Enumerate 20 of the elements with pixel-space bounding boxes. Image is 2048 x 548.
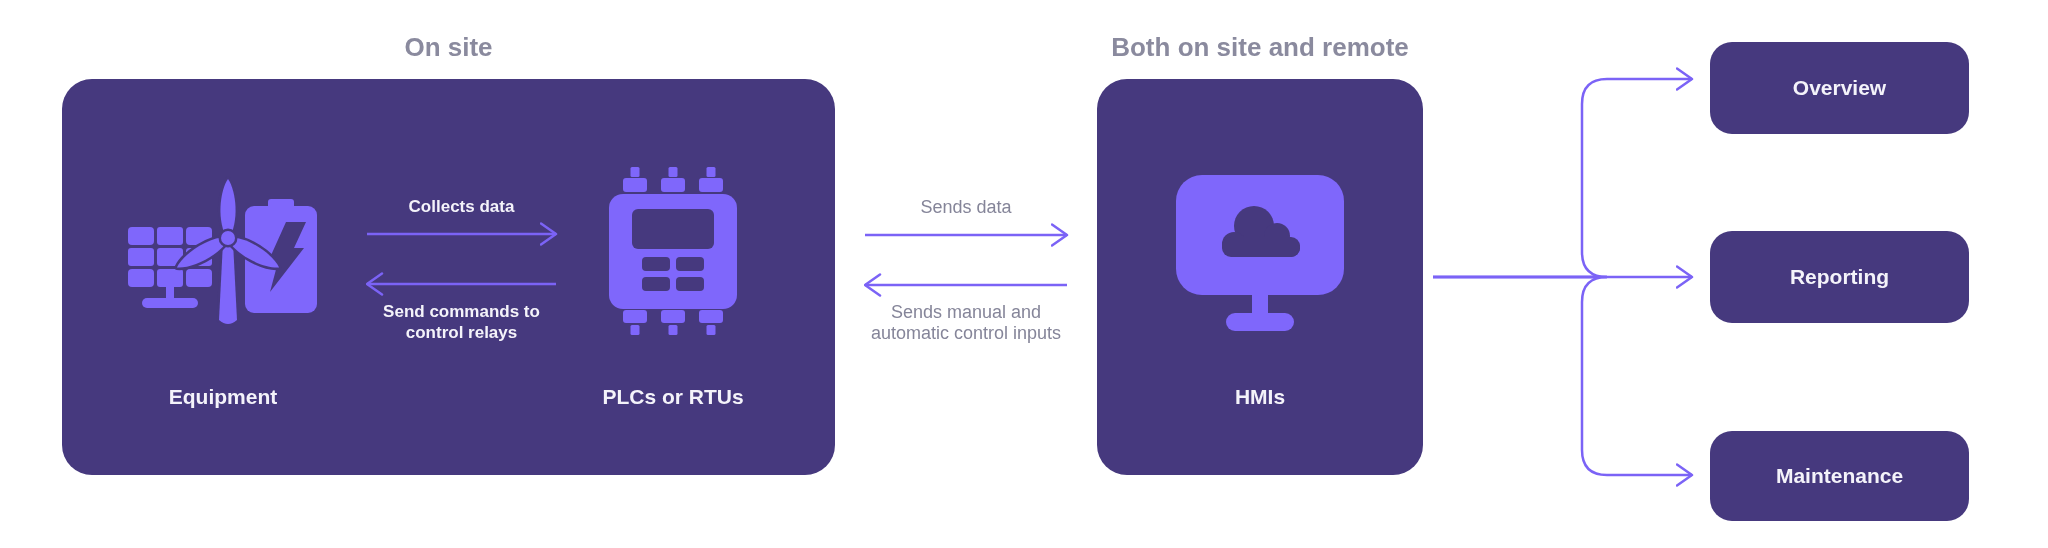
arrow	[863, 273, 1067, 297]
arrow	[367, 222, 558, 246]
arrow	[865, 223, 1069, 247]
node-label: Equipment	[168, 384, 278, 410]
process-box	[1710, 231, 1969, 323]
edge-label: Collects data	[408, 196, 515, 217]
arrow	[365, 272, 556, 296]
edge-label: Sends manual and automatic control inputs	[869, 302, 1063, 344]
edge-label: Sends data	[920, 197, 1012, 218]
group-heading: On site	[404, 31, 493, 63]
group-heading: Both on site and remote	[1111, 31, 1409, 63]
box-label: Reporting	[1789, 264, 1890, 290]
box-label: Maintenance	[1775, 463, 1904, 489]
edge-label: Send commands to control relays	[382, 301, 541, 343]
node-label: PLCs or RTUs	[602, 384, 744, 410]
process-box	[1710, 42, 1969, 134]
box-label: Overview	[1792, 75, 1887, 101]
arrow	[1433, 275, 1694, 487]
node-label: HMIs	[1234, 384, 1286, 410]
process-box	[1710, 431, 1969, 521]
